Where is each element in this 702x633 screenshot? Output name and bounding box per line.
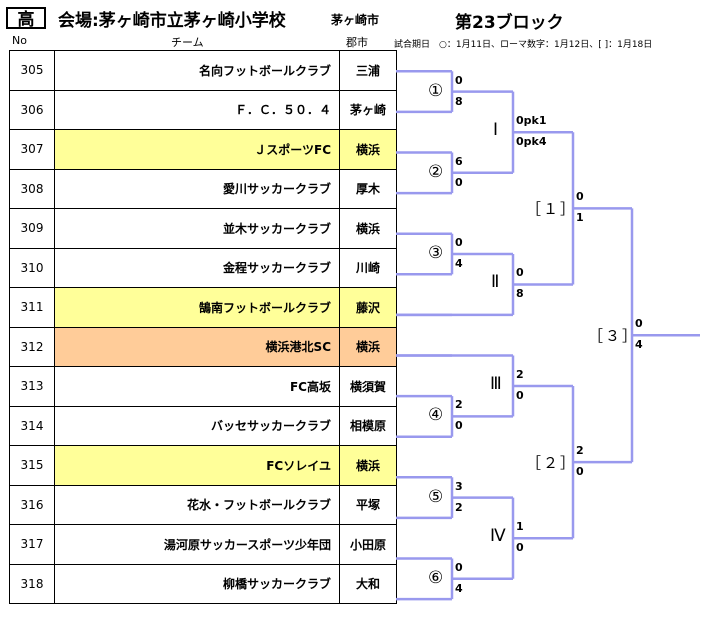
team-name: FCソレイユ xyxy=(54,445,340,486)
block-title: 第23ブロック xyxy=(455,13,564,33)
team-number: 310 xyxy=(9,247,55,288)
team-number: 311 xyxy=(9,287,55,328)
team-city: 相模原 xyxy=(339,405,397,446)
round1-score-bottom: 8 xyxy=(455,94,463,108)
team-name: バッセサッカークラブ xyxy=(54,405,340,446)
round3-match-label: ［２］ xyxy=(526,454,578,473)
team-city: 厚木 xyxy=(339,168,397,209)
team-number: 312 xyxy=(9,326,55,367)
round2-score-top: 1 xyxy=(516,520,524,534)
final-score-top: 0 xyxy=(635,317,643,331)
team-number: 318 xyxy=(9,563,55,604)
round3-score-bottom: 0 xyxy=(576,465,584,479)
round2-score-bottom: 0pk4 xyxy=(516,135,547,149)
round1-match-label: ① xyxy=(428,80,444,101)
team-name: ＪスポーツFC xyxy=(54,129,340,170)
team-name: 愛川サッカークラブ xyxy=(54,168,340,209)
team-city: 茅ヶ崎 xyxy=(339,89,397,130)
team-city: 平塚 xyxy=(339,484,397,525)
team-number: 314 xyxy=(9,405,55,446)
round1-score-top: 0 xyxy=(455,560,463,574)
team-city: 大和 xyxy=(339,563,397,604)
round3-score-bottom: 1 xyxy=(576,211,584,225)
final-match-label: ［３］ xyxy=(588,327,640,346)
team-number: 306 xyxy=(9,89,55,130)
round1-score-top: 2 xyxy=(455,398,463,412)
round1-score-top: 0 xyxy=(455,236,463,249)
round2-score-bottom: 8 xyxy=(516,287,524,301)
team-name: 横浜港北SC xyxy=(54,326,340,367)
venue-city: 茅ヶ崎市 xyxy=(331,13,380,27)
round2-match-label: Ⅳ xyxy=(490,526,506,547)
round2-score-top: 2 xyxy=(516,367,524,381)
round2-match-label: Ⅲ xyxy=(490,373,502,394)
team-name: 柳橋サッカークラブ xyxy=(54,563,340,604)
round2-match-label: Ⅱ xyxy=(491,272,500,293)
team-number: 308 xyxy=(9,168,55,209)
team-city: 川崎 xyxy=(339,247,397,288)
level-badge: 高 xyxy=(6,7,46,30)
round2-score-top: 0 xyxy=(516,266,524,280)
round1-match-label: ⑥ xyxy=(428,567,444,588)
round1-score-bottom: 0 xyxy=(455,419,463,433)
final-score-bottom: 4 xyxy=(635,338,643,352)
round2-score-top: 0pk1 xyxy=(516,114,547,128)
venue-title: 会場:茅ヶ崎市立茅ヶ崎小学校 xyxy=(58,11,286,31)
column-header-no: No xyxy=(12,34,27,47)
round1-score-top: 6 xyxy=(455,154,463,168)
team-city: 横須賀 xyxy=(339,366,397,407)
round2-score-bottom: 0 xyxy=(516,541,524,555)
team-city: 小田原 xyxy=(339,524,397,565)
round3-score-top: 2 xyxy=(576,444,584,458)
column-header-team: チーム xyxy=(171,36,204,49)
match-date-note: 試合期日 ○：1月11日、ローマ数字：1月12日、[ ]：1月18日 xyxy=(394,40,653,50)
team-city: 横浜 xyxy=(339,326,397,367)
round1-match-label: ③ xyxy=(428,243,444,263)
round1-score-bottom: 0 xyxy=(455,175,463,189)
round2-match-label: Ⅰ xyxy=(493,120,499,141)
team-number: 313 xyxy=(9,366,55,407)
round1-match-label: ② xyxy=(428,161,444,182)
round1-score-bottom: 2 xyxy=(455,500,463,514)
team-number: 307 xyxy=(9,129,55,170)
round3-match-label: ［１］ xyxy=(526,200,578,219)
team-city: 横浜 xyxy=(339,208,397,249)
round1-match-label: ⑤ xyxy=(428,486,444,507)
team-name: 金程サッカークラブ xyxy=(54,247,340,288)
team-city: 藤沢 xyxy=(339,287,397,328)
team-number: 316 xyxy=(9,484,55,525)
column-header-city: 郡市 xyxy=(346,36,368,49)
round1-score-top: 3 xyxy=(455,479,463,493)
round3-score-top: 0 xyxy=(576,190,584,204)
round1-match-label: ④ xyxy=(428,405,444,426)
team-city: 横浜 xyxy=(339,445,397,486)
team-number: 315 xyxy=(9,445,55,486)
round2-score-bottom: 0 xyxy=(516,388,524,402)
round1-score-top: 0 xyxy=(455,73,463,87)
team-name: 鵠南フットボールクラブ xyxy=(54,287,340,328)
round1-score-bottom: 4 xyxy=(455,581,463,595)
round1-score-bottom: 4 xyxy=(455,257,463,270)
